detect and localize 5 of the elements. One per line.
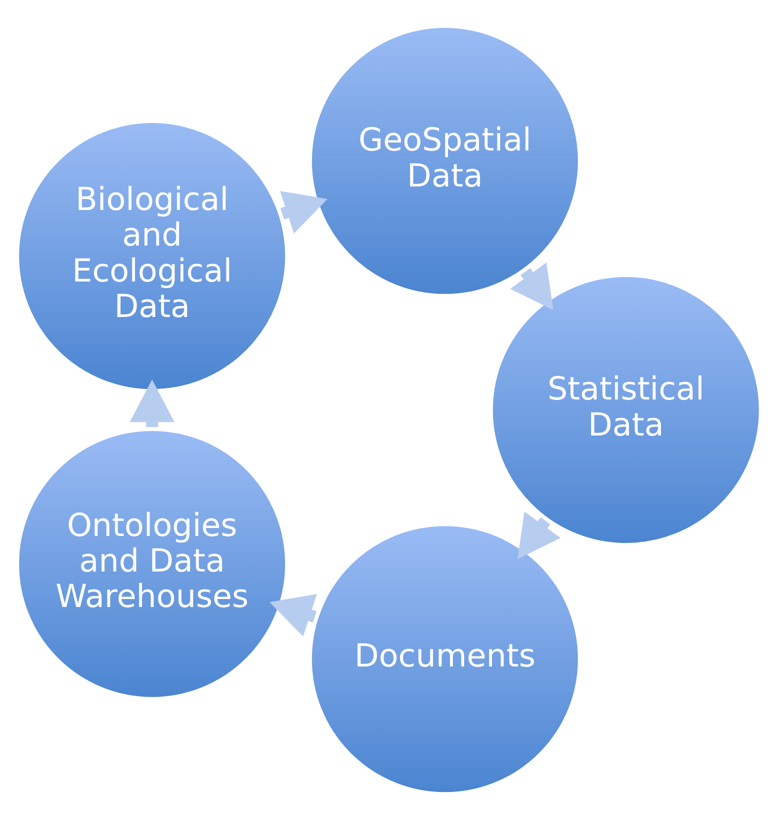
arrow	[510, 262, 554, 310]
arrow	[269, 594, 317, 637]
arrow	[280, 190, 328, 234]
arrow	[517, 512, 561, 560]
arrow	[130, 379, 174, 428]
